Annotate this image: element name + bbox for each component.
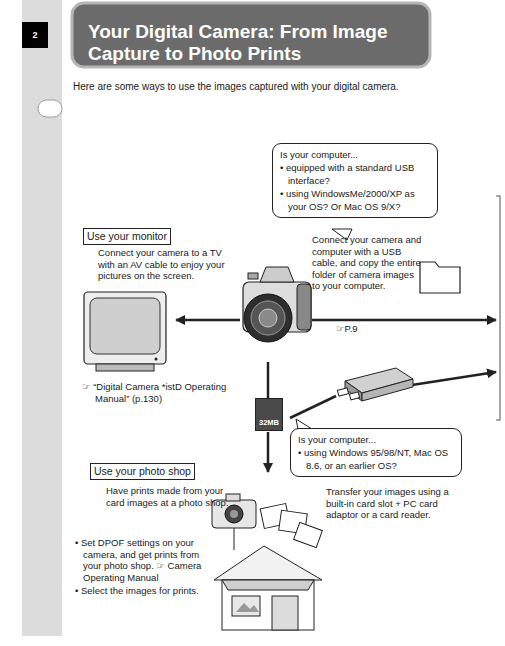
body-text: Transfer your images using a built-in ca… (326, 486, 456, 521)
node-text: 32MB (259, 418, 279, 427)
node-text: • equipped with a standard USB interface… (280, 161, 430, 187)
arrow (267, 432, 270, 472)
photo-shop-illustration (212, 494, 322, 630)
body-text: Connect your camera and computer with a … (312, 234, 424, 292)
tab (38, 100, 62, 117)
node-text: • using WindowsMe/2000/XP as your OS? Or… (280, 187, 430, 213)
node-text: Is your computer... (280, 148, 430, 161)
heading-box: Use your photo shop (90, 463, 195, 480)
page-title: Your Digital Camera: From Image Capture … (88, 21, 433, 65)
line (290, 396, 336, 418)
card-reader-illustration (337, 368, 413, 401)
node-text: • using Windows 95/98/NT, Mac OS 8.6, or… (298, 446, 454, 472)
arrow (312, 319, 496, 322)
intro-text: Here are some ways to use the images cap… (73, 81, 503, 93)
speech-bubble: Is your computer...• using Windows 95/98… (290, 428, 462, 477)
arrow (412, 372, 496, 385)
node-text: Use your photo shop (94, 465, 191, 478)
side-bracket (496, 196, 500, 420)
line (267, 362, 270, 398)
heading-box: Use your monitor (83, 228, 171, 245)
page-reference: ☞P.9 (336, 323, 358, 335)
memory-card: 32MB (255, 398, 283, 431)
folder-icon (420, 262, 460, 293)
node-text: Is your computer... (298, 433, 454, 446)
node-text: 2 (32, 30, 37, 40)
body-text: Have prints made from your card images a… (106, 485, 236, 508)
speech-bubble: Is your computer...• equipped with a sta… (272, 143, 438, 218)
body-text: Connect your camera to a TV with an AV c… (98, 247, 238, 282)
manual-reference: ☞ “Digital Camera *istD Operating Manual… (82, 381, 235, 404)
sidebar (22, 0, 62, 636)
arrow (176, 319, 240, 322)
bullet-text: • Select the images for prints. (75, 585, 217, 597)
node-text: Use your monitor (87, 230, 167, 243)
bullet-text: • Set DPOF settings on your camera, and … (75, 537, 217, 583)
camera-illustration (243, 267, 311, 342)
page-number-box: 2 (22, 22, 48, 48)
tv-illustration (84, 292, 166, 371)
